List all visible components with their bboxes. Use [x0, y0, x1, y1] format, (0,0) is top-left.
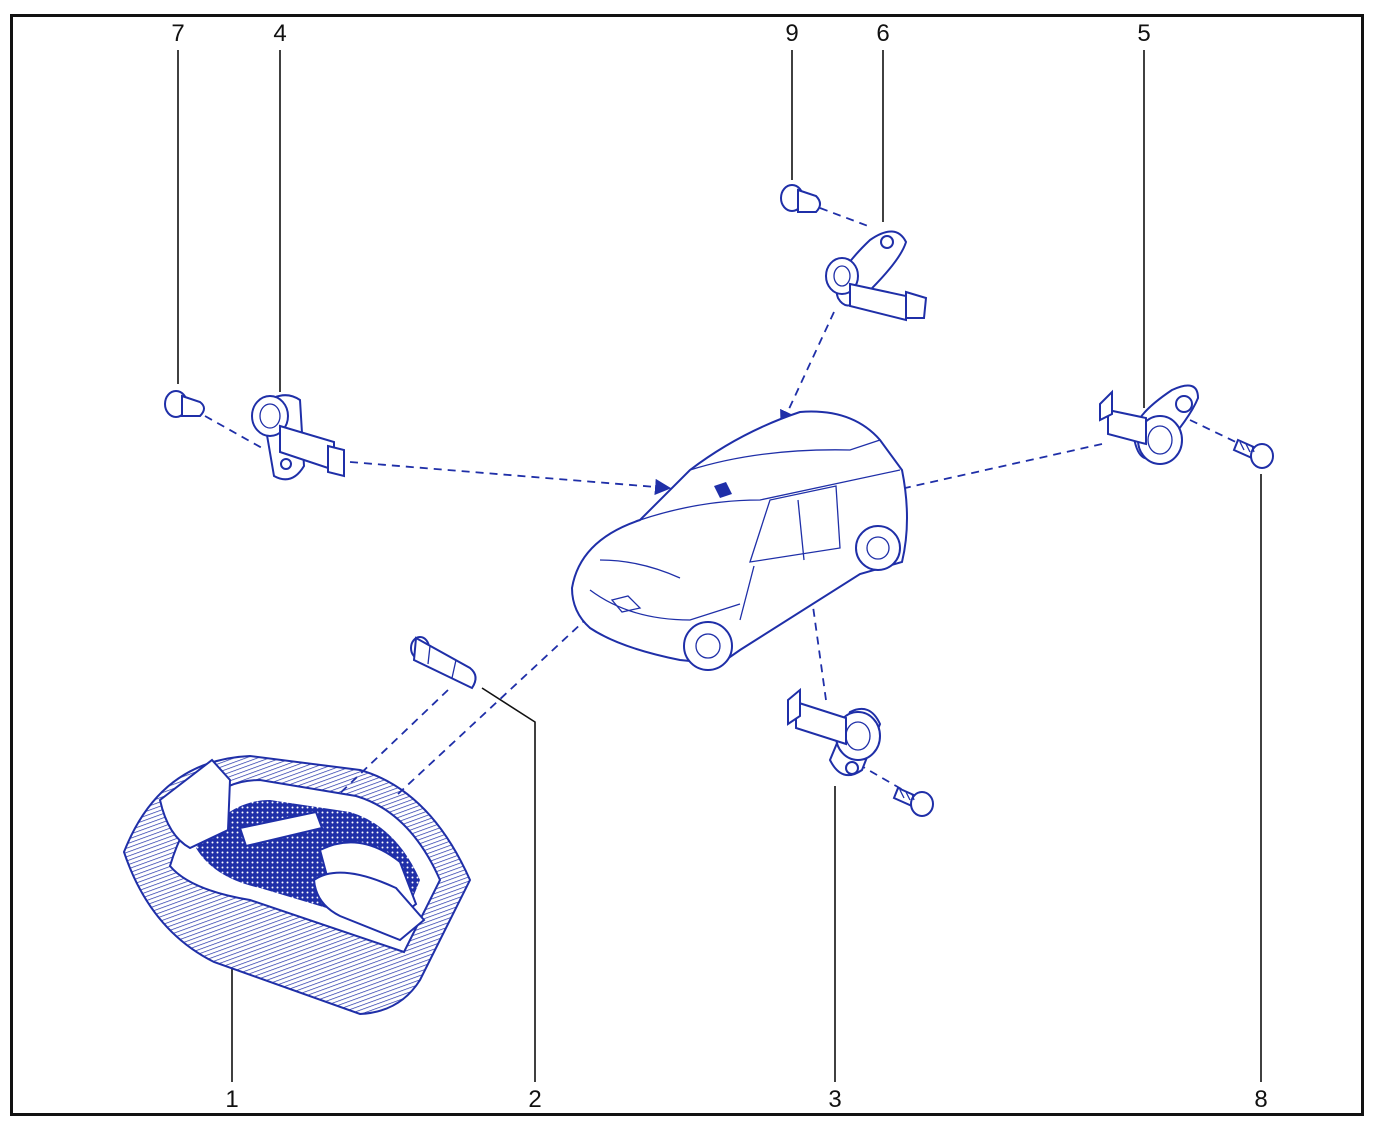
callout-9: 9 — [785, 20, 799, 47]
screw-part-3-fastener — [892, 786, 934, 817]
path-switch5-to-car — [874, 443, 1103, 500]
path-switch6-to-car — [780, 311, 835, 427]
callout-3: 3 — [828, 1086, 842, 1113]
callout-7: 7 — [171, 20, 185, 47]
leader-lines — [177, 50, 1262, 1082]
door-switch-part-3 — [787, 687, 882, 777]
path-screw8-to-switch5 — [1189, 419, 1245, 447]
interior-lamp-part-1 — [122, 754, 472, 1016]
door-switch-part-5 — [1099, 384, 1200, 465]
path-rivet9-to-switch6 — [819, 207, 869, 227]
rivet-part-9 — [780, 184, 821, 213]
rivet-part-7 — [164, 390, 205, 418]
bulb-part-2 — [410, 636, 477, 690]
callout-8: 8 — [1254, 1086, 1268, 1113]
callout-5: 5 — [1137, 20, 1151, 47]
path-screw-to-switch3 — [857, 763, 911, 795]
leader-2 — [481, 687, 536, 1082]
callout-1: 1 — [225, 1086, 239, 1113]
callout-6: 6 — [876, 20, 890, 47]
screw-part-8 — [1232, 438, 1274, 469]
diagram-frame — [10, 14, 1364, 1116]
door-switch-part-4 — [251, 394, 345, 481]
callout-2: 2 — [528, 1086, 542, 1113]
vehicle-outline — [570, 410, 908, 671]
callout-4: 4 — [273, 20, 287, 47]
path-switch4-to-car — [349, 461, 672, 496]
door-switch-part-6 — [825, 230, 928, 322]
path-switch3-to-car — [799, 552, 827, 701]
path-rivet7-to-switch4 — [204, 415, 263, 449]
